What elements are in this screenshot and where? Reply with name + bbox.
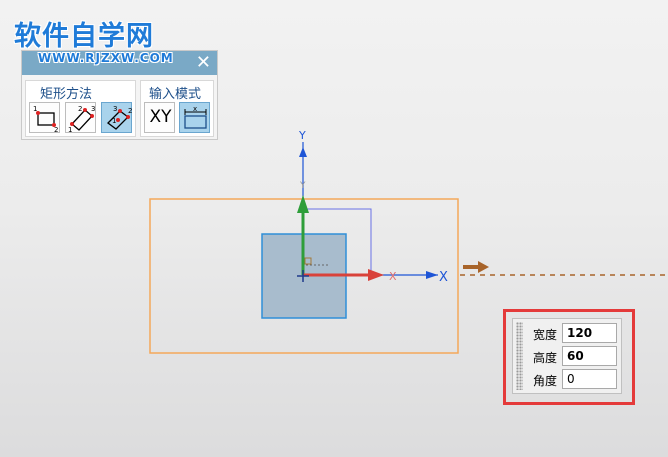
two-point-rectangle-icon: 1 2	[33, 105, 58, 134]
watermark-title: 软件自学网	[14, 21, 154, 52]
y-direction-arrowhead	[297, 195, 309, 213]
x-axis-arrowhead	[426, 271, 438, 279]
rectangle-method-title: 矩形方法	[40, 87, 93, 102]
y-axis-label-lower: Y	[299, 181, 306, 191]
y-axis-arrowhead	[299, 147, 307, 157]
parameter-mode-button[interactable]: x	[179, 102, 210, 133]
close-icon[interactable]: ✕	[195, 52, 211, 73]
panel-grip-handle[interactable]	[516, 322, 523, 390]
svg-text:1: 1	[68, 126, 72, 134]
svg-text:3: 3	[113, 105, 117, 113]
width-label: 宽度	[533, 328, 558, 342]
direction-arrow-shaft	[463, 265, 479, 269]
svg-text:x: x	[193, 105, 197, 113]
center-rectangle-icon: 3 2 1	[107, 105, 132, 130]
x-direction-arrowhead	[368, 269, 384, 281]
svg-text:3: 3	[91, 105, 95, 113]
svg-text:1: 1	[33, 105, 37, 113]
x-axis-label-outer: X	[439, 270, 448, 285]
xy-coordinate-mode-icon: XY	[149, 107, 172, 127]
center-rectangle-button[interactable]: 3 2 1	[101, 102, 132, 133]
svg-text:2: 2	[78, 105, 82, 113]
input-panel-highlight	[503, 309, 635, 405]
svg-text:2: 2	[54, 126, 58, 134]
two-point-rectangle-button[interactable]: 1 2	[29, 102, 60, 134]
origin-marker	[304, 257, 312, 265]
angle-label: 角度	[533, 374, 558, 388]
y-axis-label-upper: Y	[298, 129, 306, 142]
input-mode-title: 输入模式	[149, 87, 202, 102]
site-watermark: 软件自学网 WWW.RJZXW.COM	[14, 21, 174, 65]
x-axis-label-inner: X	[389, 270, 397, 283]
height-label: 高度	[533, 351, 558, 365]
dimension-input-panel: 宽度 120 高度 60 角度 0	[512, 318, 622, 394]
input-mode-group: 输入模式 XY x	[140, 80, 214, 137]
parameter-mode-icon: x	[184, 105, 207, 129]
width-field[interactable]: 120	[562, 323, 617, 343]
angle-row: 角度 0	[525, 368, 621, 390]
svg-text:1: 1	[112, 117, 116, 125]
xy-mode-button[interactable]: XY	[144, 102, 175, 133]
direction-arrow-head	[478, 261, 489, 273]
rectangle-method-group: 矩形方法 1 2 1 2 3	[25, 80, 136, 137]
height-row: 高度 60	[525, 345, 621, 367]
watermark-url: WWW.RJZXW.COM	[38, 51, 174, 65]
three-point-rectangle-icon: 1 2 3	[68, 105, 95, 134]
angle-field[interactable]: 0	[562, 369, 617, 389]
svg-text:2: 2	[128, 107, 132, 115]
guide-line	[303, 208, 372, 275]
width-row: 宽度 120	[525, 322, 621, 344]
dialog-title-bar[interactable]: ✕	[22, 51, 217, 75]
rectangle-dialog: ✕ 矩形方法 1 2 1 2 3	[21, 50, 218, 140]
height-field[interactable]: 60	[562, 346, 617, 366]
three-point-rectangle-button[interactable]: 1 2 3	[65, 102, 96, 134]
